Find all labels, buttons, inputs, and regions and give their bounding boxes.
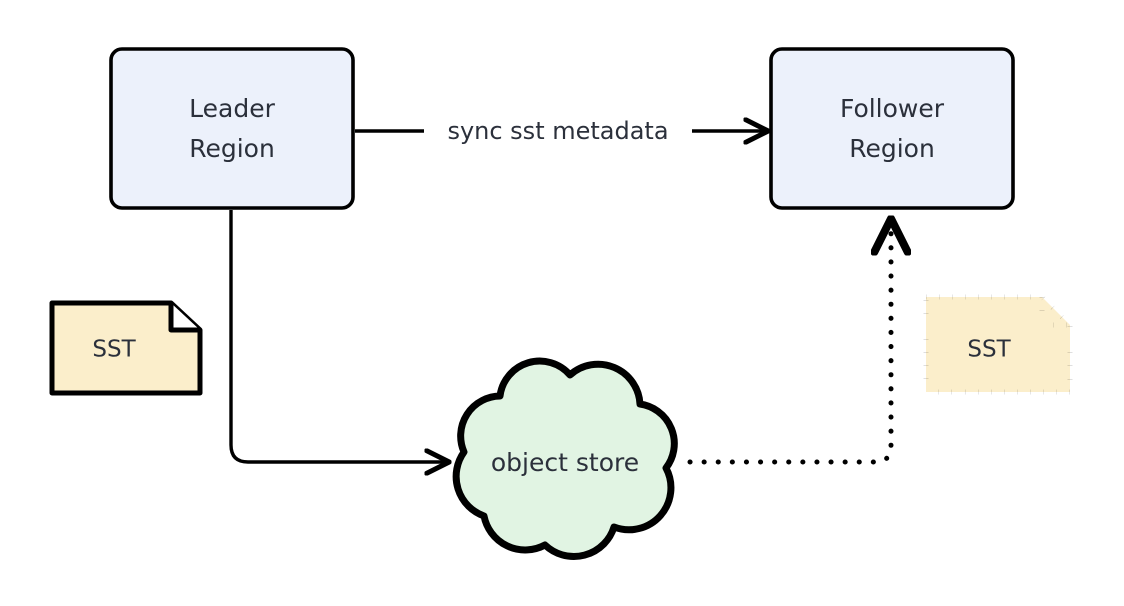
edge-upload-to-store-line (229, 210, 447, 462)
edge-sync-metadata-label: sync sst metadata (447, 117, 668, 145)
edge-fetch-from-store-line (687, 222, 891, 465)
sst-follower-label: SST (967, 337, 1011, 363)
sst-leader-label: SST (92, 337, 136, 363)
leader-region-box[interactable] (109, 47, 355, 210)
sst-leader-fold (168, 303, 200, 333)
leader-region-label-line2: Region (189, 134, 275, 163)
edge-upload-to-store (229, 210, 447, 462)
follower-region-label-line2: Region (849, 134, 935, 163)
node-leader-region[interactable]: Leader Region (109, 47, 355, 210)
follower-region-label-line1: Follower (840, 94, 945, 123)
leader-region-label-line1: Leader (189, 94, 275, 123)
sst-follower-shape[interactable] (923, 294, 1073, 395)
node-follower-region[interactable]: Follower Region (769, 47, 1015, 210)
edge-sync-metadata: sync sst metadata (355, 117, 766, 145)
node-sst-leader[interactable]: SST (49, 300, 203, 396)
edge-fetch-from-store (687, 222, 891, 465)
object-store-cloud-shape[interactable] (452, 357, 678, 561)
sst-leader-shape[interactable] (49, 300, 203, 396)
node-object-store[interactable]: object store (452, 357, 678, 561)
node-sst-follower[interactable]: SST (923, 294, 1073, 395)
follower-region-box[interactable] (769, 47, 1015, 210)
object-store-label: object store (491, 448, 639, 477)
